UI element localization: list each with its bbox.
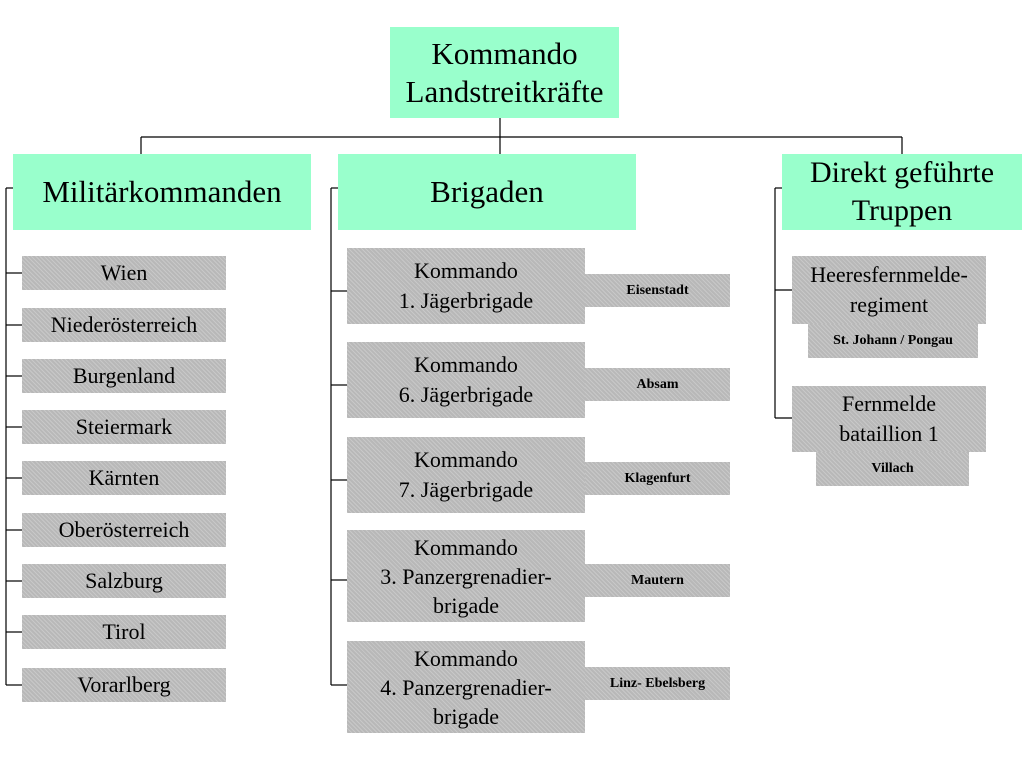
militaerkommando-item: Niederösterreich (22, 308, 226, 342)
brigade-location: Klagenfurt (585, 462, 730, 495)
militaerkommando-item: Salzburg (22, 564, 226, 598)
militaerkommando-item: Vorarlberg (22, 668, 226, 702)
brigade-item: Kommando 7. Jägerbrigade (347, 437, 585, 513)
header-direkt-gefuehrte-truppen: Direkt geführte Truppen (782, 154, 1022, 230)
brigade-location: Absam (585, 368, 730, 401)
militaerkommando-item: Burgenland (22, 359, 226, 393)
brigade-location: Mautern (585, 564, 730, 597)
brigade-location: Linz- Ebelsberg (585, 667, 730, 700)
militaerkommando-item: Tirol (22, 615, 226, 649)
direct-unit-location: St. Johann / Pongau (808, 324, 978, 358)
direct-unit-item: Fernmelde bataillion 1 (792, 386, 986, 452)
root-node: Kommando Landstreitkräfte (390, 27, 619, 118)
brigade-item: Kommando 1. Jägerbrigade (347, 248, 585, 324)
brigade-item: Kommando 3. Panzergrenadier- brigade (347, 530, 585, 622)
militaerkommando-item: Oberösterreich (22, 513, 226, 547)
direct-unit-item: Heeresfernmelde- regiment (792, 256, 986, 324)
brigade-item: Kommando 6. Jägerbrigade (347, 342, 585, 418)
brigade-location: Eisenstadt (585, 274, 730, 307)
militaerkommando-item: Steiermark (22, 410, 226, 444)
militaerkommando-item: Kärnten (22, 461, 226, 495)
militaerkommando-item: Wien (22, 256, 226, 290)
header-militaerkommanden: Militärkommanden (13, 154, 311, 230)
header-brigaden: Brigaden (338, 154, 636, 230)
brigade-item: Kommando 4. Panzergrenadier- brigade (347, 641, 585, 733)
direct-unit-location: Villach (816, 452, 969, 486)
